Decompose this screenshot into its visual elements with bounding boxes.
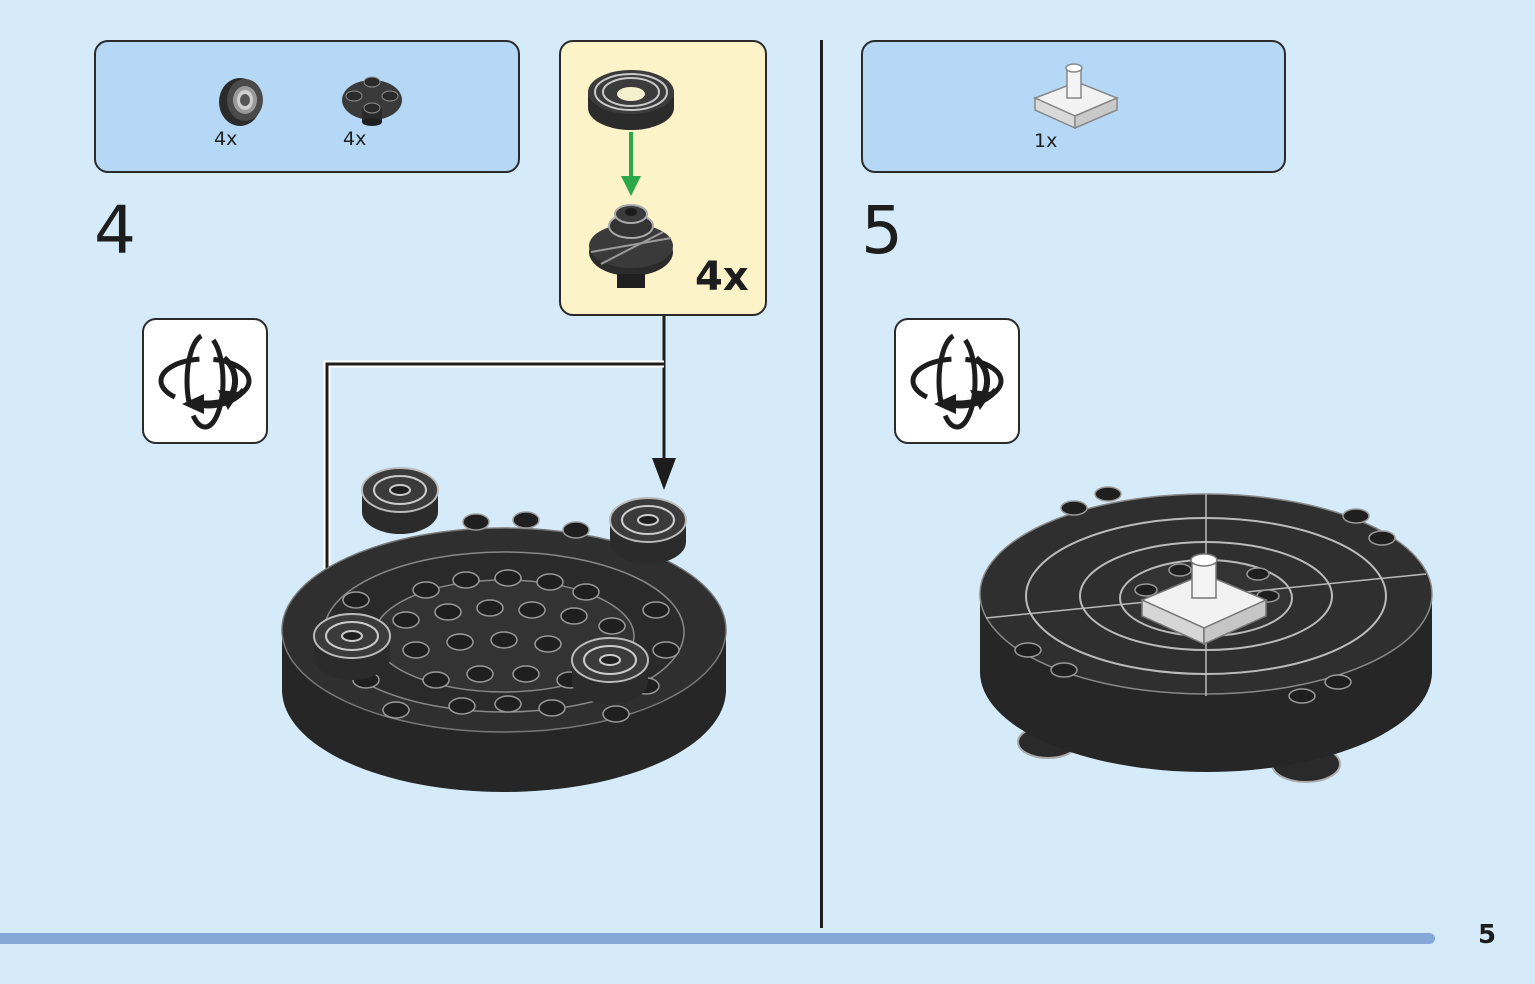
rotate-model-icon [910,332,1004,430]
step-5-parts-list: 1x [861,40,1286,173]
step-4-number: 4 [94,192,136,269]
step-4-rotate-model-box [142,318,268,444]
step-4-sub-assembly-callout: 4x [559,40,767,316]
page-progress-fill [0,933,1436,944]
step-4-model-illustration [281,467,727,792]
step-5-rotate-model-box [894,318,1020,444]
page-progress-bar [0,933,1436,944]
callout-quantity: 4x [695,254,749,300]
page-number: 5 [1478,920,1497,950]
round-plate-with-studs-part-image [342,76,402,126]
step-divider [820,40,823,928]
step-4-parts-list: 4x 4x [94,40,520,173]
part-quantity: 1x [1034,130,1058,152]
part-quantity: 4x [343,128,367,150]
round-tile-ring-part-image [219,78,263,126]
step-5-model-illustration [979,486,1433,783]
sub-assembly-illustration [588,70,674,288]
tile-with-pin-part-image [1033,63,1119,130]
part-quantity: 4x [214,128,238,150]
rotate-model-icon [158,332,252,430]
step-5-number: 5 [861,192,903,269]
